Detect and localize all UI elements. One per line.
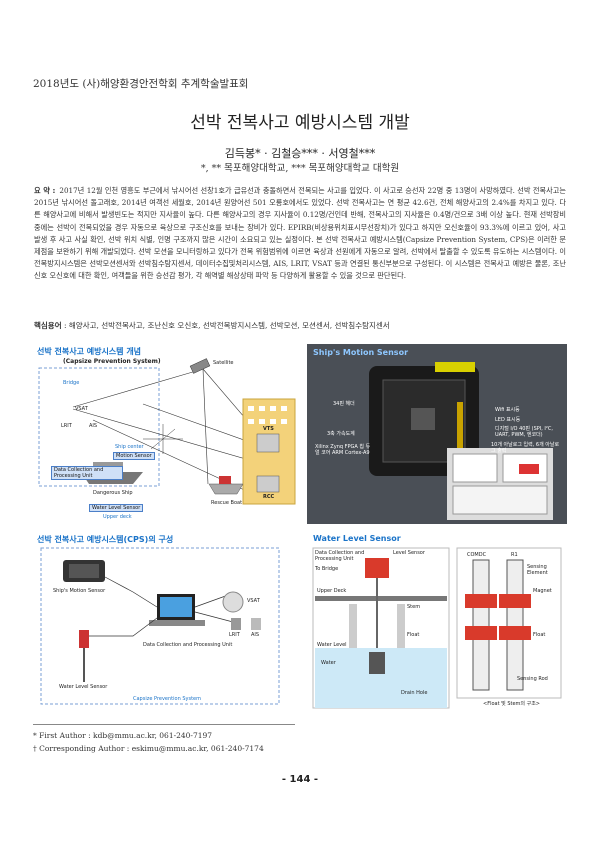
float2-label: Float (533, 632, 546, 638)
satellite-label: Satellite (213, 360, 234, 366)
sensor-label: 34핀 헤더 (333, 401, 355, 407)
cps-config-diagram (40, 547, 280, 705)
magnet-label: Magnet (533, 588, 552, 594)
motion-sensor-label: Ship's Motion Sensor (53, 588, 106, 594)
rescue-boat-label: Rescue Boat (211, 500, 243, 506)
level-sensor-label: Level Sensor (393, 550, 425, 556)
abstract-text: 2017년 12월 인천 영흥도 부근에서 낚시어선 선창1호가 급유선과 충돌… (34, 186, 566, 281)
dcpu-tag: Data Collection and Processing Unit (51, 466, 123, 480)
vts-label: VTS (263, 426, 274, 432)
lrit-label: LRIT (229, 632, 240, 638)
dcpu-label: Data Collection and Processing Unit (315, 550, 365, 562)
dcpu-label: Data Collection and Processing Unit (143, 642, 233, 648)
paper-title: 선박 전복사고 예방시스템 개발 (190, 113, 410, 133)
sensing-rod-label: Sensing Rod (517, 676, 548, 682)
figure-motion-sensor: Ship's Motion Sensor 34핀 헤더 3축 가속도계 Xili… (307, 344, 567, 524)
float-stem-caption: <Float 및 Stem의 구조> (483, 701, 540, 707)
sensor-label: Xilinx Zynq FPGA 칩 듀얼 코어 ARM Cortex-A9 (315, 444, 371, 456)
sensor-label: LED 표시등 (495, 417, 521, 423)
figure-cps-config: 선박 전복사고 예방시스템(CPS)의 구성 Ship's Motion Sen… (33, 532, 301, 712)
affiliations: *, ** 목포해양대학교, *** 목포해양대학교 대학원 (200, 163, 400, 174)
keywords-text: : 해양사고, 선박전복사고, 조난신호 오신호, 선박전복방지시스템, 선박모… (64, 321, 390, 330)
sensor-label: 3축 가속도계 (327, 431, 355, 437)
bridge-label: Bridge (63, 380, 80, 386)
figure-cps-overview: 선박 전복사고 예방시스템 개념 (Capsize Prevention Sys… (33, 344, 301, 524)
vsat-label: VSAT (75, 406, 88, 412)
ais-label: AIS (89, 423, 98, 429)
lrit-label: LRIT (61, 423, 72, 429)
sensor-label: 10개 아날로그 입력, 6개 아날로그 출력 (491, 442, 560, 454)
r1-label: R1 (511, 552, 518, 558)
water-label: Water (321, 660, 336, 666)
to-bridge-label: To Bridge (315, 566, 339, 572)
figure-subtitle: (Capsize Prevention System) (63, 358, 161, 365)
stem-label: Stem (407, 604, 421, 610)
water-level-sensor-tag: Water Level Sensor (89, 504, 144, 512)
authors: 김득봉* · 김철승*** · 서영철*** (224, 147, 376, 160)
keywords-label: 핵심용어 (34, 321, 62, 330)
footnote-corresponding-author: † Corresponding Author : eskimu@mmu.ac.k… (33, 744, 264, 753)
rcc-label: RCC (263, 494, 275, 500)
figure-title: Water Level Sensor (313, 534, 401, 543)
figure-title: 선박 전복사고 예방시스템(CPS)의 구성 (37, 535, 174, 544)
keywords: 핵심용어 : 해양사고, 선박전복사고, 조난신호 오신호, 선박전복방지시스템… (34, 320, 566, 331)
conference-header: 2018년도 (사)해양환경안전학회 추계학술발표회 (33, 78, 249, 90)
dangerous-ship-label: Dangerous Ship (93, 490, 133, 496)
motion-sensor-tag: Motion Sensor (113, 452, 155, 460)
float-label: Float (407, 632, 420, 638)
comdc-label: COMDC (467, 552, 487, 558)
figure-title: 선박 전복사고 예방시스템 개념 (37, 347, 142, 356)
abstract: 요 약 :2017년 12월 인천 영흥도 부근에서 낚시어선 선창1호가 급유… (34, 185, 566, 283)
motion-sensor-photo (369, 362, 553, 520)
page-number: - 144 - (281, 774, 319, 785)
figure-water-level: Water Level Sensor Data Collection and P… (307, 532, 567, 712)
drain-hole-label: Drain Hole (401, 690, 428, 696)
cps-footer-label: Capsize Prevention System (133, 696, 201, 702)
upper-deck-label: Upper deck (103, 514, 132, 520)
water-level-sensor-label: Water Level Sensor (59, 684, 108, 690)
sensor-label: Wifi 표시등 (495, 407, 520, 413)
sensing-element-label: Sensing Element (527, 564, 548, 576)
abstract-label: 요 약 : (34, 186, 56, 195)
cps-overview-diagram (38, 358, 296, 505)
water-level-diagram (312, 547, 562, 709)
footnote-first-author: * First Author : kdb@mmu.ac.kr, 061-240-… (33, 731, 213, 740)
footnote-rule (33, 724, 295, 725)
water-level-label: Water Level (317, 642, 347, 648)
upper-deck-label: Upper Deck (317, 588, 347, 594)
figure-title: Ship's Motion Sensor (313, 348, 409, 357)
ship-center-label: Ship center (115, 444, 144, 450)
ais-label: AIS (251, 632, 260, 638)
vsat-label: VSAT (247, 598, 260, 604)
sensor-label: 디지털 I/O 40핀 (SPI, I²C, UART, PWM, 엔코더) (495, 426, 553, 438)
